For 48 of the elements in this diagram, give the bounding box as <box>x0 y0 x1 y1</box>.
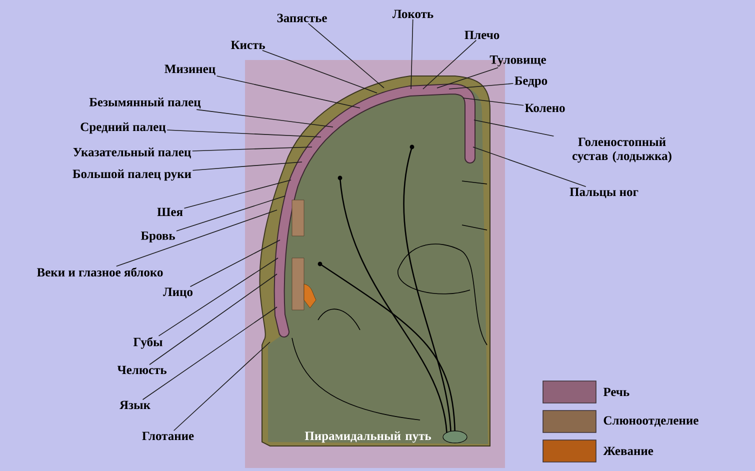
leader-line <box>190 240 280 287</box>
leader-line <box>184 180 292 209</box>
leader-line <box>142 306 278 400</box>
leader-line <box>474 120 554 137</box>
leader-line <box>149 274 278 366</box>
body-part-label: Кисть <box>230 40 265 50</box>
body-part-label: Безымянный палец <box>89 98 201 108</box>
leader-line <box>166 130 322 138</box>
body-part-label: Большой палец руки <box>72 169 192 181</box>
body-part-label: Шея <box>157 208 183 216</box>
body-part-label: Челюсть <box>117 366 166 374</box>
body-part-label: Веки и глазное яблоко <box>37 267 163 277</box>
body-part-label: Лицо <box>163 288 192 298</box>
leader-line <box>192 146 312 152</box>
body-part-label: Средний палец <box>80 122 166 134</box>
body-part-label: Губы <box>133 337 162 349</box>
leader-line <box>192 162 302 171</box>
leader-line <box>196 109 334 128</box>
leader-line <box>436 67 498 88</box>
leader-line <box>448 83 514 90</box>
body-part-label: Голеностопный сустав (лодыжка) <box>572 137 672 163</box>
body-part-label: Колено <box>524 104 565 112</box>
body-part-label: Бедро <box>514 76 548 88</box>
body-part-label: Язык <box>120 400 150 410</box>
body-part-label: Пальцы ног <box>570 188 638 198</box>
legend-label: Жевание <box>603 446 654 456</box>
body-part-label: Плечо <box>464 30 500 40</box>
legend-label: Слюноотделение <box>604 416 698 427</box>
tract-label: Пирамидальный путь <box>304 431 432 443</box>
leader-line <box>308 23 384 88</box>
body-part-label: Указательный палец <box>73 148 191 158</box>
body-part-label: Запястье <box>277 14 327 22</box>
body-part-label: Бровь <box>140 232 175 242</box>
leader-line <box>176 196 286 232</box>
leader-line <box>422 40 477 90</box>
leader-line <box>173 342 270 432</box>
leader-line <box>216 76 360 108</box>
leader-line <box>472 146 586 188</box>
leader-line <box>262 50 378 94</box>
legend-label: Речь <box>603 388 630 396</box>
body-part-label: Туловище <box>490 56 546 66</box>
body-part-label: Глотание <box>142 432 194 440</box>
leader-line <box>116 210 278 267</box>
leader-line <box>462 98 524 106</box>
body-part-label: Мизинец <box>164 64 216 76</box>
leader-line <box>158 258 278 336</box>
leader-line <box>410 18 414 90</box>
body-part-label: Локоть <box>392 10 434 18</box>
